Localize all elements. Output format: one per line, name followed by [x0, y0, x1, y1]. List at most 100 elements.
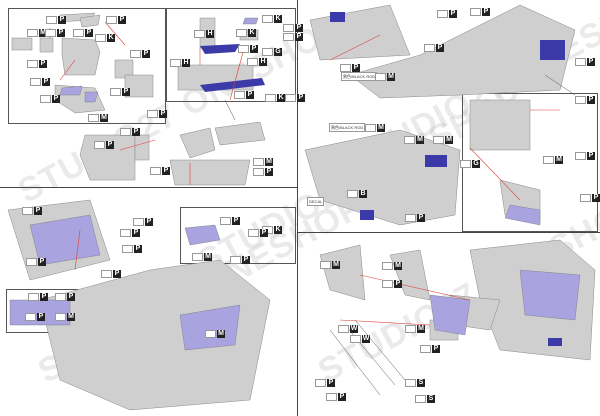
part-callout: P	[133, 218, 153, 226]
part-code-box	[236, 29, 247, 37]
part-code-box	[433, 136, 444, 144]
part-callout: W	[350, 335, 370, 343]
part-code-box	[247, 58, 258, 66]
part-callout: M	[404, 136, 424, 144]
part-letter: M	[377, 124, 385, 132]
part-callout: M	[433, 136, 453, 144]
part-callout: P	[30, 78, 50, 86]
part-letter: P	[587, 96, 595, 104]
part-letter: P	[40, 293, 48, 301]
part-callout: M	[375, 73, 395, 81]
part-letter: K	[277, 94, 285, 102]
part-callout: P	[46, 16, 66, 24]
part-code-box	[238, 45, 249, 53]
part-callout: K	[236, 29, 256, 37]
part-callout: P	[94, 141, 114, 149]
part-callout: P	[55, 293, 75, 301]
part-callout: P	[437, 10, 457, 18]
part-letter: P	[118, 16, 126, 24]
part-callout: M	[320, 261, 340, 269]
part-callout: P	[382, 280, 402, 288]
part-code-box	[283, 33, 294, 41]
part-code-box	[338, 325, 349, 333]
part-code-box	[340, 64, 351, 72]
part-callout: M	[253, 158, 273, 166]
inset-step-1a	[8, 8, 166, 124]
part-letter: M	[387, 73, 395, 81]
part-callout: P	[575, 152, 595, 160]
part-letter: H	[206, 30, 214, 38]
part-callout: W	[338, 325, 358, 333]
part-code-box	[253, 168, 264, 176]
part-code-box	[46, 16, 57, 24]
part-letter: B	[359, 190, 367, 198]
part-callout: P	[230, 256, 250, 264]
part-callout: P	[28, 293, 48, 301]
part-code-box	[405, 325, 416, 333]
part-letter: P	[85, 29, 93, 37]
part-letter: P	[327, 379, 335, 387]
part-code-box	[253, 158, 264, 166]
part-callout: M	[543, 156, 563, 164]
part-code-box	[575, 58, 586, 66]
part-code-box	[122, 245, 133, 253]
part-code-box	[437, 10, 448, 18]
part-code-box	[170, 59, 181, 67]
part-letter: P	[145, 218, 153, 226]
part-letter: P	[250, 45, 258, 53]
part-callout: P	[285, 94, 305, 102]
part-letter: K	[274, 226, 282, 234]
part-callout: P	[575, 96, 595, 104]
part-callout: S	[415, 395, 435, 403]
part-callout: P	[45, 29, 65, 37]
part-code-box	[543, 156, 554, 164]
part-callout: M	[55, 313, 75, 321]
part-callout: P	[220, 217, 240, 225]
part-letter: M	[217, 330, 225, 338]
part-letter: K	[274, 15, 282, 23]
part-callout: P	[283, 33, 303, 41]
part-callout: H	[194, 30, 214, 38]
part-callout: P	[283, 24, 303, 32]
part-code-box	[40, 95, 51, 103]
part-code-box	[320, 261, 331, 269]
part-letter: M	[332, 261, 340, 269]
part-letter: M	[417, 325, 425, 333]
part-letter: G	[274, 48, 282, 56]
part-callout: P	[248, 229, 268, 237]
part-letter: S	[417, 379, 425, 387]
part-code-box	[133, 218, 144, 226]
part-code-box	[315, 379, 326, 387]
part-letter: P	[436, 44, 444, 52]
part-code-box	[28, 293, 39, 301]
part-letter: S	[427, 395, 435, 403]
part-callout: P	[575, 58, 595, 66]
part-code-box	[110, 88, 121, 96]
part-callout: P	[106, 16, 126, 24]
part-callout: M	[192, 253, 212, 261]
part-callout: K	[95, 34, 115, 42]
part-code-box	[265, 94, 276, 102]
part-code-box	[73, 29, 84, 37]
part-callout: P	[470, 8, 490, 16]
part-callout: P	[122, 245, 142, 253]
part-callout: P	[25, 313, 45, 321]
divider-left	[0, 187, 297, 188]
part-letter: P	[58, 16, 66, 24]
part-code-box	[150, 167, 161, 175]
part-code-box	[575, 152, 586, 160]
part-callout: H	[170, 59, 190, 67]
part-code-box	[285, 94, 296, 102]
inset-step-1b	[166, 8, 296, 102]
part-letter: P	[295, 24, 303, 32]
part-letter: H	[182, 59, 190, 67]
part-code-box	[350, 335, 361, 343]
part-callout: M	[382, 262, 402, 270]
part-letter: P	[352, 64, 360, 72]
part-letter: P	[246, 91, 254, 99]
part-letter: P	[587, 152, 595, 160]
part-code-box	[230, 256, 241, 264]
part-letter: K	[107, 34, 115, 42]
part-callout: K	[262, 15, 282, 23]
